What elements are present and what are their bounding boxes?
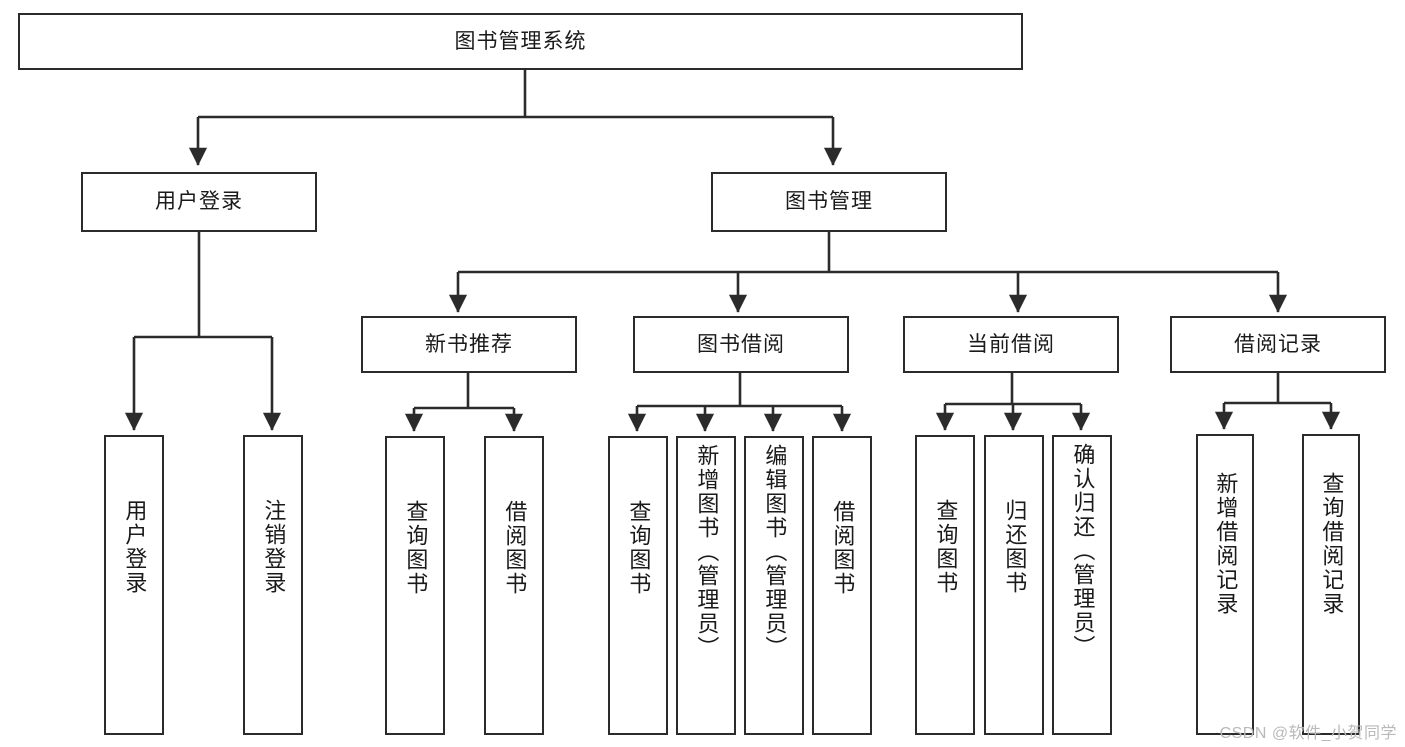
node-leaf-label: 确认归还（管理员） (1070, 443, 1096, 659)
node-leaf-label: 查询图书 (403, 500, 429, 596)
node-book-borrow-label: 图书借阅 (697, 332, 785, 356)
node-leaf-label: 注销登录 (261, 499, 287, 595)
node-leaf-label: 查询图书 (933, 499, 959, 595)
node-root[interactable]: 图书管理系统 (18, 13, 1023, 70)
node-leaf-label: 借阅图书 (502, 500, 528, 596)
node-leaf-book-borrow-2[interactable]: 编辑图书（管理员） (744, 436, 804, 735)
node-user-login[interactable]: 用户登录 (81, 172, 317, 232)
node-leaf-borrow-record-0[interactable]: 新增借阅记录 (1196, 434, 1254, 735)
node-leaf-borrow-record-1[interactable]: 查询借阅记录 (1302, 434, 1360, 735)
node-leaf-new-book-rec-1[interactable]: 借阅图书 (484, 436, 544, 735)
node-book-borrow[interactable]: 图书借阅 (633, 316, 849, 373)
node-current-borrow[interactable]: 当前借阅 (903, 316, 1119, 373)
node-new-book-rec-label: 新书推荐 (425, 332, 513, 356)
node-leaf-book-borrow-0[interactable]: 查询图书 (608, 436, 668, 735)
node-book-manage[interactable]: 图书管理 (711, 172, 947, 232)
node-user-login-label: 用户登录 (155, 190, 243, 214)
node-leaf-user-login-0[interactable]: 用户登录 (104, 435, 164, 735)
node-leaf-label: 查询借阅记录 (1319, 472, 1345, 616)
node-borrow-record[interactable]: 借阅记录 (1170, 316, 1386, 373)
node-leaf-book-borrow-1[interactable]: 新增图书（管理员） (676, 436, 736, 735)
node-leaf-label: 归还图书 (1002, 499, 1028, 595)
node-leaf-user-login-1[interactable]: 注销登录 (243, 435, 303, 735)
node-leaf-label: 借阅图书 (830, 500, 856, 596)
node-leaf-current-borrow-2[interactable]: 确认归还（管理员） (1052, 435, 1112, 735)
node-leaf-label: 新增图书（管理员） (694, 444, 720, 660)
node-new-book-rec[interactable]: 新书推荐 (361, 316, 577, 373)
node-leaf-label: 用户登录 (122, 499, 148, 595)
node-leaf-label: 编辑图书（管理员） (762, 444, 788, 660)
node-leaf-label: 查询图书 (626, 500, 652, 596)
node-leaf-book-borrow-3[interactable]: 借阅图书 (812, 436, 872, 735)
node-current-borrow-label: 当前借阅 (967, 332, 1055, 356)
node-leaf-current-borrow-0[interactable]: 查询图书 (915, 435, 975, 735)
node-leaf-label: 新增借阅记录 (1213, 472, 1239, 616)
node-book-manage-label: 图书管理 (785, 190, 873, 214)
node-borrow-record-label: 借阅记录 (1234, 332, 1322, 356)
node-leaf-current-borrow-1[interactable]: 归还图书 (984, 435, 1044, 735)
node-leaf-new-book-rec-0[interactable]: 查询图书 (385, 436, 445, 735)
node-root-label: 图书管理系统 (454, 29, 587, 53)
watermark: CSDN @软件_小贺同学 (1219, 725, 1397, 742)
